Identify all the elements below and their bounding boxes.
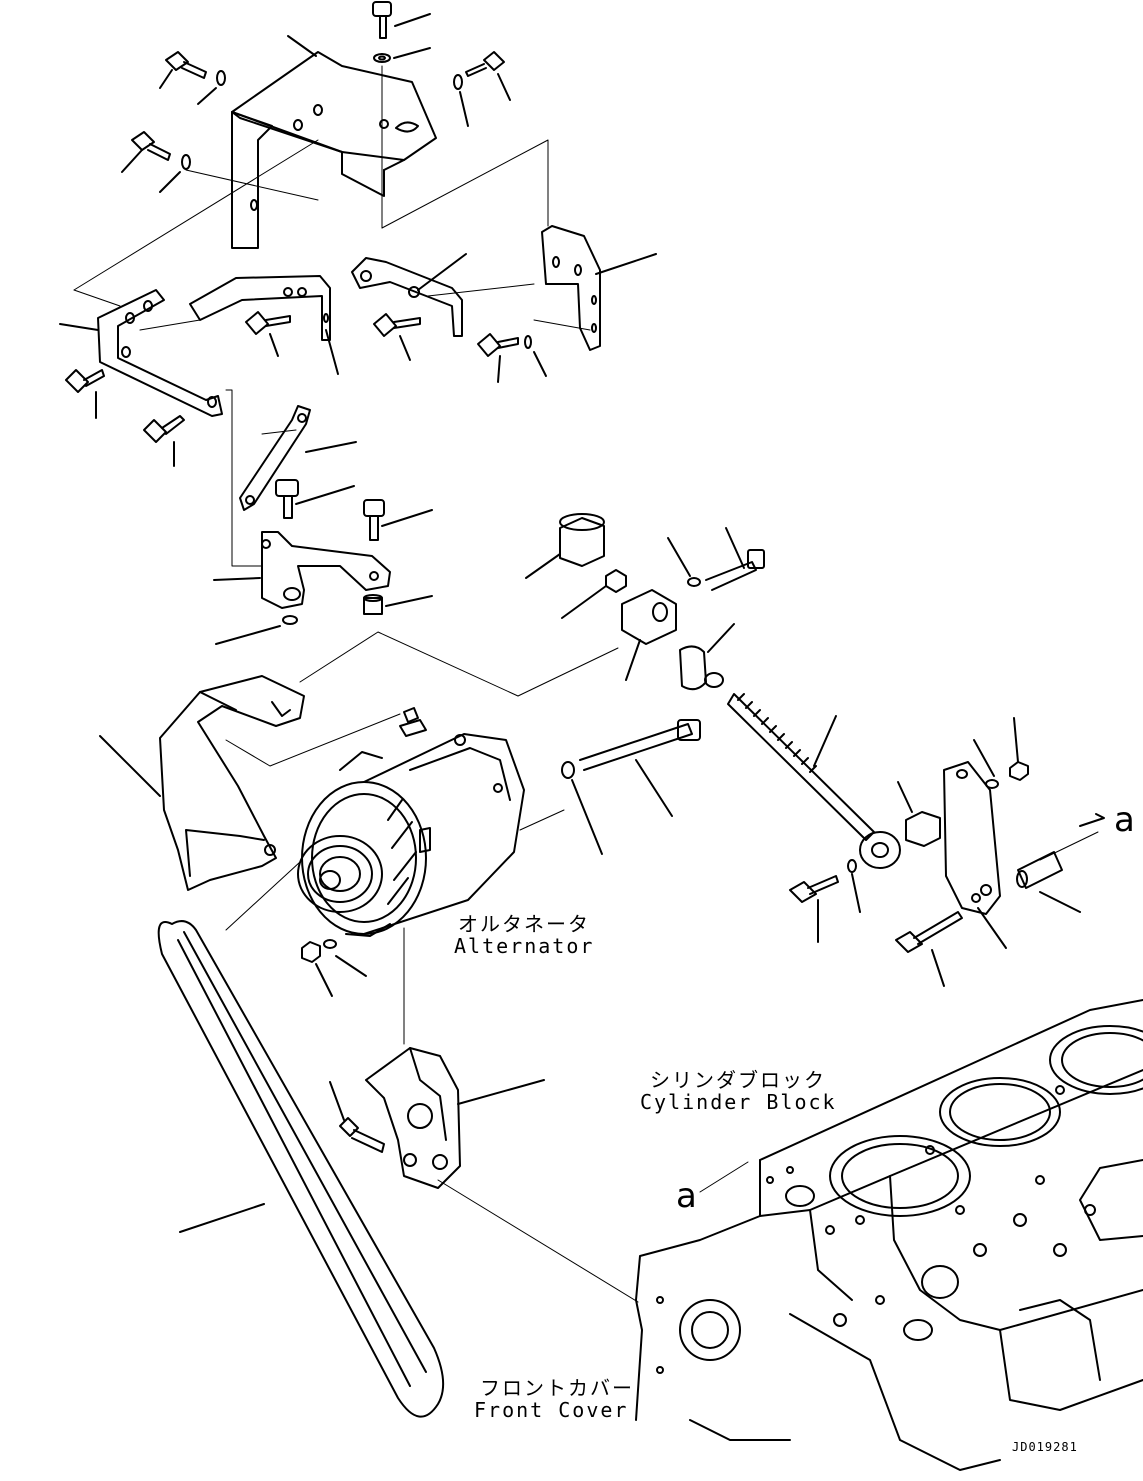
belt-cover	[99, 675, 305, 891]
alternator	[297, 707, 525, 937]
cylinder-block-label-jp: シリンダブロック	[650, 1068, 826, 1092]
view-arrow-a-right: a	[1114, 800, 1135, 840]
right-parts	[789, 717, 1105, 987]
drawing-code: JD019281	[1012, 1440, 1078, 1454]
cylinder-block-label-en: Cylinder Block	[640, 1090, 837, 1114]
link-strap	[239, 405, 357, 511]
mounting-bracket	[329, 1047, 545, 1189]
top-bolts	[121, 1, 511, 193]
cylinder-block	[635, 999, 1143, 1471]
long-bolt	[561, 719, 701, 855]
alternator-label-en: Alternator	[454, 934, 595, 958]
adjust-rod	[727, 693, 901, 869]
front-cover-label-jp: フロントカバー	[480, 1376, 634, 1400]
right-stay	[351, 253, 467, 337]
adjust-parts	[525, 513, 765, 691]
v-belt	[157, 920, 445, 1418]
view-arrow-a-left: a	[676, 1176, 697, 1216]
corner-bracket	[541, 225, 657, 351]
guide-lines	[73, 65, 1099, 1303]
lower-bracket	[213, 479, 433, 645]
front-cover-label-en: Front Cover	[474, 1398, 629, 1422]
mid-bolts	[65, 311, 547, 467]
alternator-label-jp: オルタネータ	[458, 912, 590, 936]
top-bracket	[231, 51, 437, 249]
left-stay	[59, 289, 223, 417]
center-stay	[189, 275, 339, 375]
alternator-nuts	[301, 939, 367, 997]
